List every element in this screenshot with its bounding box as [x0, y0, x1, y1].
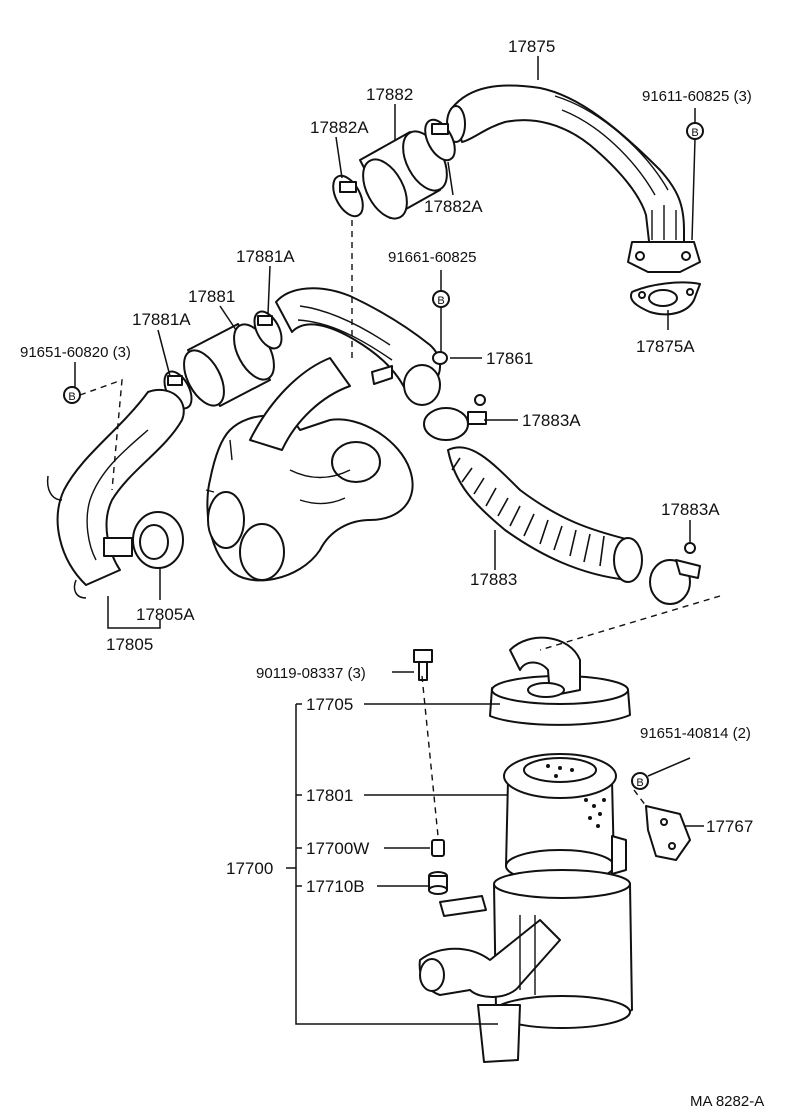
label-17710B: 17710B [306, 877, 365, 896]
housing-17700 [418, 835, 633, 1063]
bolt-90119 [413, 649, 433, 681]
cap-17705 [489, 636, 631, 726]
label-17881A-top: 17881A [236, 247, 295, 266]
bracket-17767 [645, 805, 691, 861]
label-17881A-left: 17881A [132, 310, 191, 329]
label-91611-60825: 91611-60825 (3) [642, 88, 752, 105]
badge-letter: B [636, 777, 643, 789]
hose-17882 [359, 130, 448, 220]
label-17883A-top: 17883A [522, 411, 581, 430]
clamp-17882A-left [332, 174, 364, 218]
collar-17710B [428, 871, 448, 895]
clamp-17883A-right [649, 542, 701, 605]
label-17767: 17767 [706, 817, 753, 836]
label-17700W: 17700W [306, 839, 369, 858]
badge-letter: B [437, 295, 444, 307]
bolt-badge-91611: B [686, 122, 704, 140]
badge-letter: B [68, 391, 75, 403]
sleeve-17805A [132, 511, 184, 569]
grommet-17700W [431, 839, 445, 857]
bolt-badge-91661: B [432, 290, 450, 308]
callout-labels: 17875 91611-60825 (3) 17882 17882A 17882… [20, 37, 764, 1110]
duct-17861 [275, 287, 448, 406]
label-17805: 17805 [106, 635, 153, 654]
pipe-17805 [46, 389, 185, 599]
filter-17801 [503, 753, 617, 883]
clamp-17881A-top [253, 310, 283, 350]
label-17861: 17861 [486, 349, 533, 368]
clamp-17882A-right [424, 118, 456, 162]
bolt-badge-91651-60820: B [63, 386, 81, 404]
gasket-17875A [630, 281, 701, 316]
label-17805A: 17805A [136, 605, 195, 624]
label-90119-08337: 90119-08337 (3) [256, 665, 366, 682]
label-17881: 17881 [188, 287, 235, 306]
label-91661-60825: 91661-60825 [388, 249, 476, 266]
label-17883: 17883 [470, 570, 517, 589]
hose-17881 [183, 323, 275, 407]
badge-letter: B [691, 127, 698, 139]
label-17875: 17875 [508, 37, 555, 56]
turbocharger [205, 357, 414, 582]
label-17882A-bottom: 17882A [424, 197, 483, 216]
label-91651-40814: 91651-40814 (2) [640, 725, 751, 742]
diagram-code: MA 8282-A [690, 1093, 764, 1110]
label-17700: 17700 [226, 859, 273, 878]
label-17882: 17882 [366, 85, 413, 104]
alignment-lines [79, 220, 721, 837]
bolt-badge-91651-40814: B [631, 772, 649, 790]
label-17882A-top: 17882A [310, 118, 369, 137]
label-91651-60820: 91651-60820 (3) [20, 344, 131, 361]
label-17705: 17705 [306, 695, 353, 714]
label-17801: 17801 [306, 786, 353, 805]
label-17883A-right: 17883A [661, 500, 720, 519]
leader-lines [74, 56, 704, 1025]
clamp-17883A-top [423, 394, 487, 441]
label-17875A: 17875A [636, 337, 695, 356]
outlet-pipe-17875 [446, 84, 701, 273]
hose-17883 [447, 446, 643, 583]
